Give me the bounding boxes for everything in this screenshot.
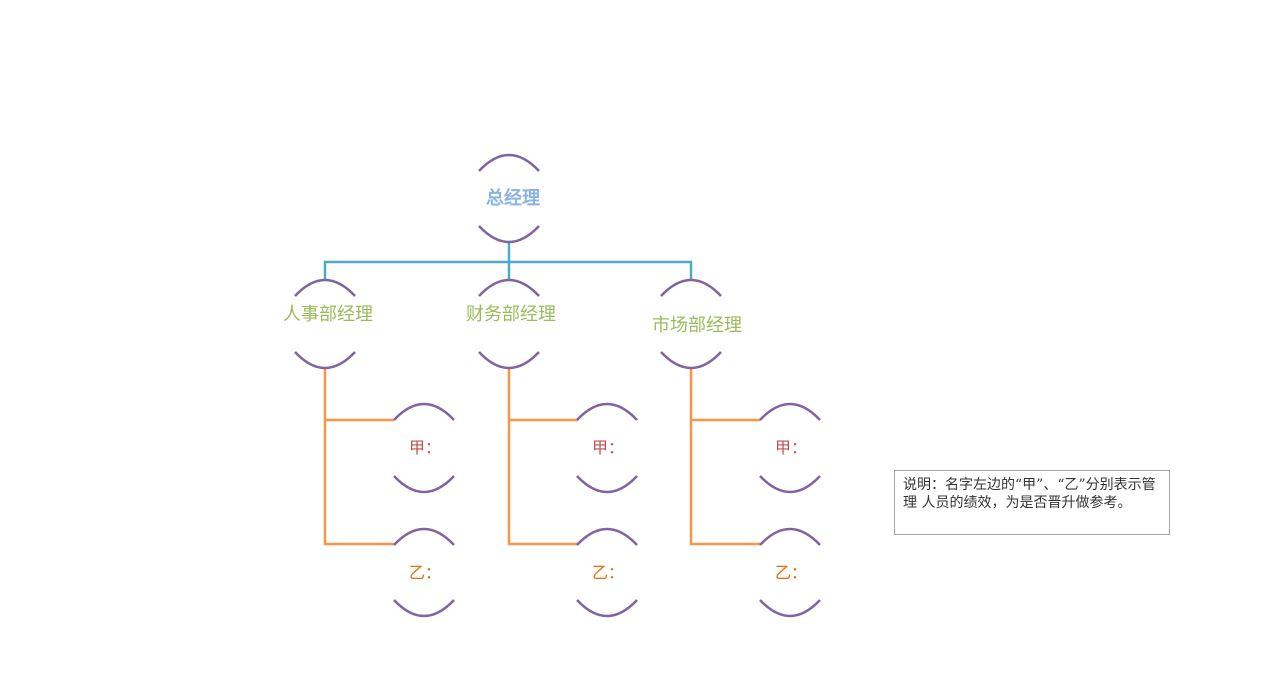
market-grade-a-label: 甲： [775,438,808,457]
finance-manager-label: 财务部经理 [466,304,556,325]
node-arcs [294,153,821,618]
market-manager-node-bottom-arc [660,351,722,370]
market-grade-a-node-top-arc [759,402,821,421]
finance-grade-a-node-bottom-arc [576,475,638,494]
hr-grade-a-node-bottom-arc [393,475,455,494]
market-grade-b-node-top-arc [759,527,821,546]
hr-grade-a-label: 甲： [409,438,442,457]
connector-lines [323,242,760,546]
hr-grade-b-node-bottom-arc [393,599,455,618]
hr-grade-a-node-top-arc [393,402,455,421]
explanation-note: 说明：名字左边的“甲”、“乙”分别表示管理 人员的绩效，为是否晋升做参考。 [894,470,1170,535]
market-grade-b-label: 乙： [775,563,808,582]
market-manager-node-top-arc [660,278,722,297]
hr-manager-label: 人事部经理 [283,304,373,325]
finance-grade-a-node-top-arc [576,402,638,421]
market-grade-a-node-bottom-arc [759,475,821,494]
hr-grade-b-node-top-arc [393,527,455,546]
finance-grade-a-label: 甲： [592,438,625,457]
hr-manager-node-top-arc [294,278,356,297]
finance-grade-b-node-top-arc [576,527,638,546]
ceo-node-bottom-arc [478,225,540,244]
finance-subordinate-line [507,368,578,546]
finance-grade-b-label: 乙： [592,563,625,582]
market-grade-b-node-bottom-arc [759,599,821,618]
explanation-note-text: 说明：名字左边的“甲”、“乙”分别表示管理 人员的绩效，为是否晋升做参考。 [903,477,1156,511]
market-manager-label: 市场部经理 [652,315,742,336]
hr-grade-b-label: 乙： [409,563,442,582]
market-subordinate-line [689,368,760,546]
finance-grade-b-node-bottom-arc [576,599,638,618]
hr-manager-node-bottom-arc [294,351,356,370]
finance-manager-node-top-arc [478,278,540,297]
hr-subordinate-line [323,368,394,546]
ceo-label: 总经理 [486,188,540,209]
ceo-node-top-arc [478,153,540,172]
finance-manager-node-bottom-arc [478,351,540,370]
